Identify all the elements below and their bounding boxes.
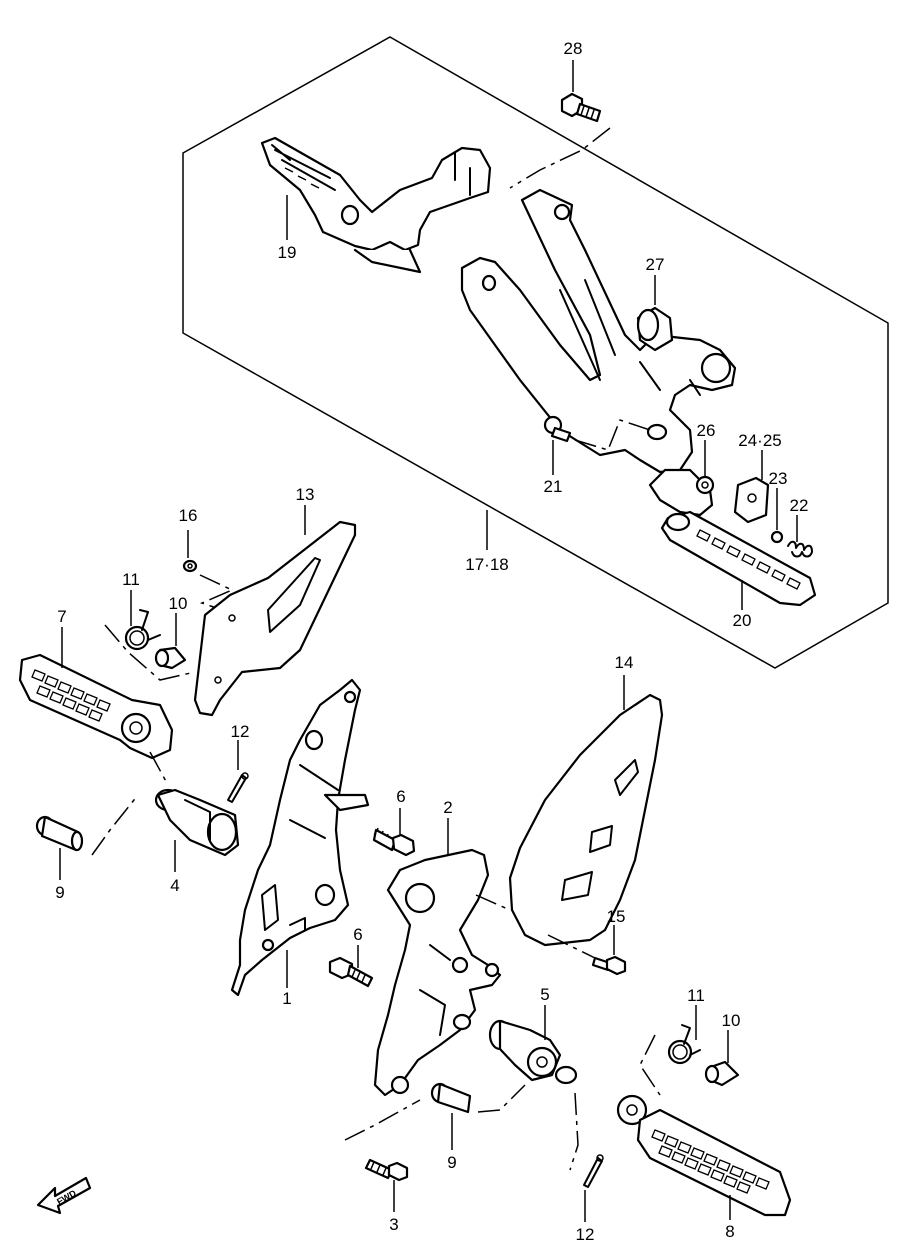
- assembly-line-15: [547, 934, 596, 959]
- part-9-pin-left[interactable]: [35, 815, 84, 852]
- part-16-washer[interactable]: [182, 559, 198, 573]
- assembly-line-12-lower: [569, 1092, 579, 1171]
- callout-22: 22: [790, 496, 809, 515]
- part-6-bolt-lower[interactable]: [328, 956, 374, 988]
- part-8-footpeg-right[interactable]: [616, 1094, 792, 1217]
- part-17-18-bracket[interactable]: [460, 188, 737, 474]
- part-11-spring-right[interactable]: [667, 1024, 701, 1065]
- assembly-line-21: [574, 419, 651, 451]
- assembly-outline-17-18: [182, 36, 889, 669]
- callout-6-upper: 6: [396, 787, 405, 806]
- callout-28: 28: [564, 39, 583, 58]
- assembly-line-3: [344, 1099, 421, 1141]
- part-7-footpeg-left[interactable]: [18, 653, 174, 760]
- part-13-heel-plate[interactable]: [193, 520, 357, 717]
- callout-24-25: 24·25: [738, 431, 781, 450]
- part-20-footpeg[interactable]: [648, 468, 817, 607]
- part-12-cotter-pin-lower[interactable]: [583, 1154, 604, 1188]
- assembly-line-28: [509, 127, 611, 189]
- callout-3: 3: [389, 1215, 398, 1234]
- part-6-bolt-upper[interactable]: [372, 827, 416, 857]
- callout-17-18: 17·18: [465, 555, 508, 574]
- part-10-pin-left[interactable]: [154, 646, 187, 670]
- part-1-bracket-left[interactable]: [230, 678, 370, 997]
- part-3-bolt[interactable]: [364, 1158, 409, 1182]
- callout-6-lower: 6: [353, 925, 362, 944]
- callout-23: 23: [769, 469, 788, 488]
- part-4-pivot-shaft[interactable]: [154, 788, 240, 857]
- callout-20: 20: [733, 611, 752, 630]
- callout-2: 2: [443, 798, 452, 817]
- part-10-pin-right[interactable]: [704, 1060, 740, 1087]
- callout-14: 14: [615, 653, 634, 672]
- part-14-heel-plate[interactable]: [508, 693, 664, 947]
- callout-19: 19: [278, 243, 297, 262]
- part-12-cotter-pin-upper[interactable]: [227, 772, 249, 803]
- callout-11-left: 11: [122, 570, 140, 589]
- callout-12-lower: 12: [576, 1225, 595, 1244]
- callout-15: 15: [607, 907, 626, 926]
- callout-7: 7: [57, 607, 66, 626]
- part-2-bracket-right[interactable]: [373, 848, 502, 1097]
- callout-4: 4: [170, 876, 179, 895]
- assembly-line-9-right: [477, 1084, 526, 1113]
- part-22-spring[interactable]: [787, 540, 813, 558]
- part-11-spring-left[interactable]: [124, 609, 161, 651]
- part-19-bracket[interactable]: [260, 136, 492, 274]
- part-23-ball[interactable]: [770, 530, 784, 544]
- part-5-pivot-shaft[interactable]: [488, 1019, 578, 1085]
- part-15-bolt[interactable]: [591, 955, 627, 976]
- part-9-pin-right[interactable]: [430, 1082, 472, 1114]
- callout-21: 21: [544, 477, 563, 496]
- assembly-line-4: [149, 751, 169, 786]
- part-21-pin[interactable]: [543, 415, 572, 443]
- part-24-25-plate[interactable]: [733, 476, 770, 524]
- callout-12-upper: 12: [231, 722, 250, 741]
- callout-9-right: 9: [447, 1153, 456, 1172]
- callout-9-left: 9: [55, 883, 64, 902]
- callout-27: 27: [646, 255, 665, 274]
- part-27-bushing[interactable]: [636, 306, 674, 352]
- callout-8: 8: [725, 1222, 734, 1241]
- callout-26: 26: [697, 421, 716, 440]
- forward-arrow-icon: FWD: [36, 1176, 92, 1215]
- assembly-line-11-left: [104, 624, 196, 681]
- callout-1: 1: [282, 989, 291, 1008]
- part-26-clip[interactable]: [695, 475, 715, 495]
- assembly-line-9-left: [91, 794, 139, 856]
- callout-5: 5: [540, 985, 549, 1004]
- callout-13: 13: [296, 485, 315, 504]
- part-28-bolt[interactable]: [560, 92, 602, 123]
- callout-10-right: 10: [722, 1011, 741, 1030]
- assembly-line-14: [475, 894, 511, 911]
- assembly-line-11-right: [639, 1034, 661, 1096]
- callout-16: 16: [179, 506, 198, 525]
- callout-10-left: 10: [169, 594, 188, 613]
- callout-11-right: 11: [687, 986, 705, 1005]
